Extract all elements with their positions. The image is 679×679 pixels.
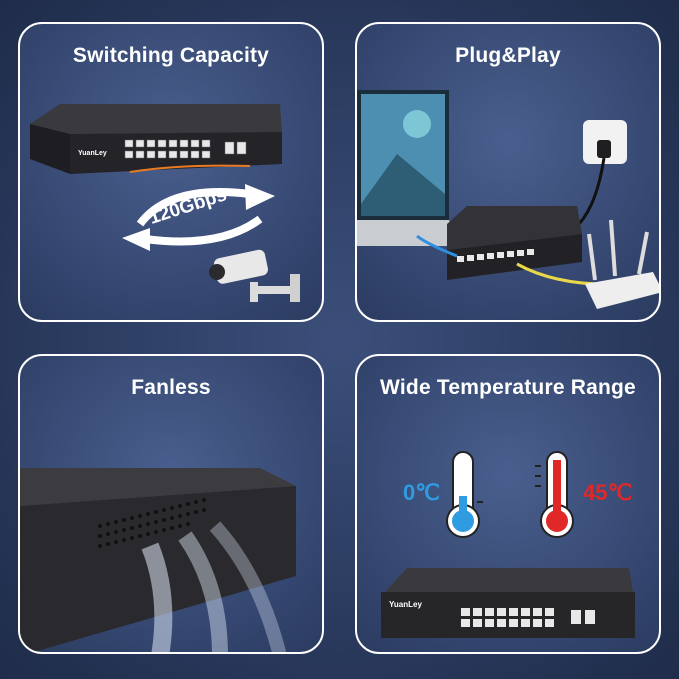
tile-switching-capacity: Switching Capacity 120Gbps YuanLey xyxy=(18,22,324,322)
tile-title: Fanless xyxy=(131,376,211,399)
tile-plug-and-play: Plug&Play xyxy=(355,22,661,322)
thermometers xyxy=(381,451,635,638)
tile-wide-temperature-range: Wide Temperature Range xyxy=(355,354,661,654)
tile-fanless: Fanless xyxy=(18,354,324,654)
hot-temperature-label: 45℃ xyxy=(583,480,633,505)
network-switch-image xyxy=(30,104,300,302)
tile-title: Wide Temperature Range xyxy=(380,376,636,399)
tile-title: Switching Capacity xyxy=(72,44,270,67)
brand-label: YuanLey xyxy=(78,150,107,157)
hot-thermometer-icon xyxy=(535,451,574,538)
tile-title: Plug&Play xyxy=(455,44,561,67)
cold-thermometer-icon xyxy=(446,451,483,538)
plug-and-play-scene xyxy=(357,90,659,309)
cold-temperature-label: 0℃ xyxy=(403,480,440,505)
brand-label: YuanLey xyxy=(389,600,422,609)
fanless-switch-image xyxy=(20,468,296,652)
